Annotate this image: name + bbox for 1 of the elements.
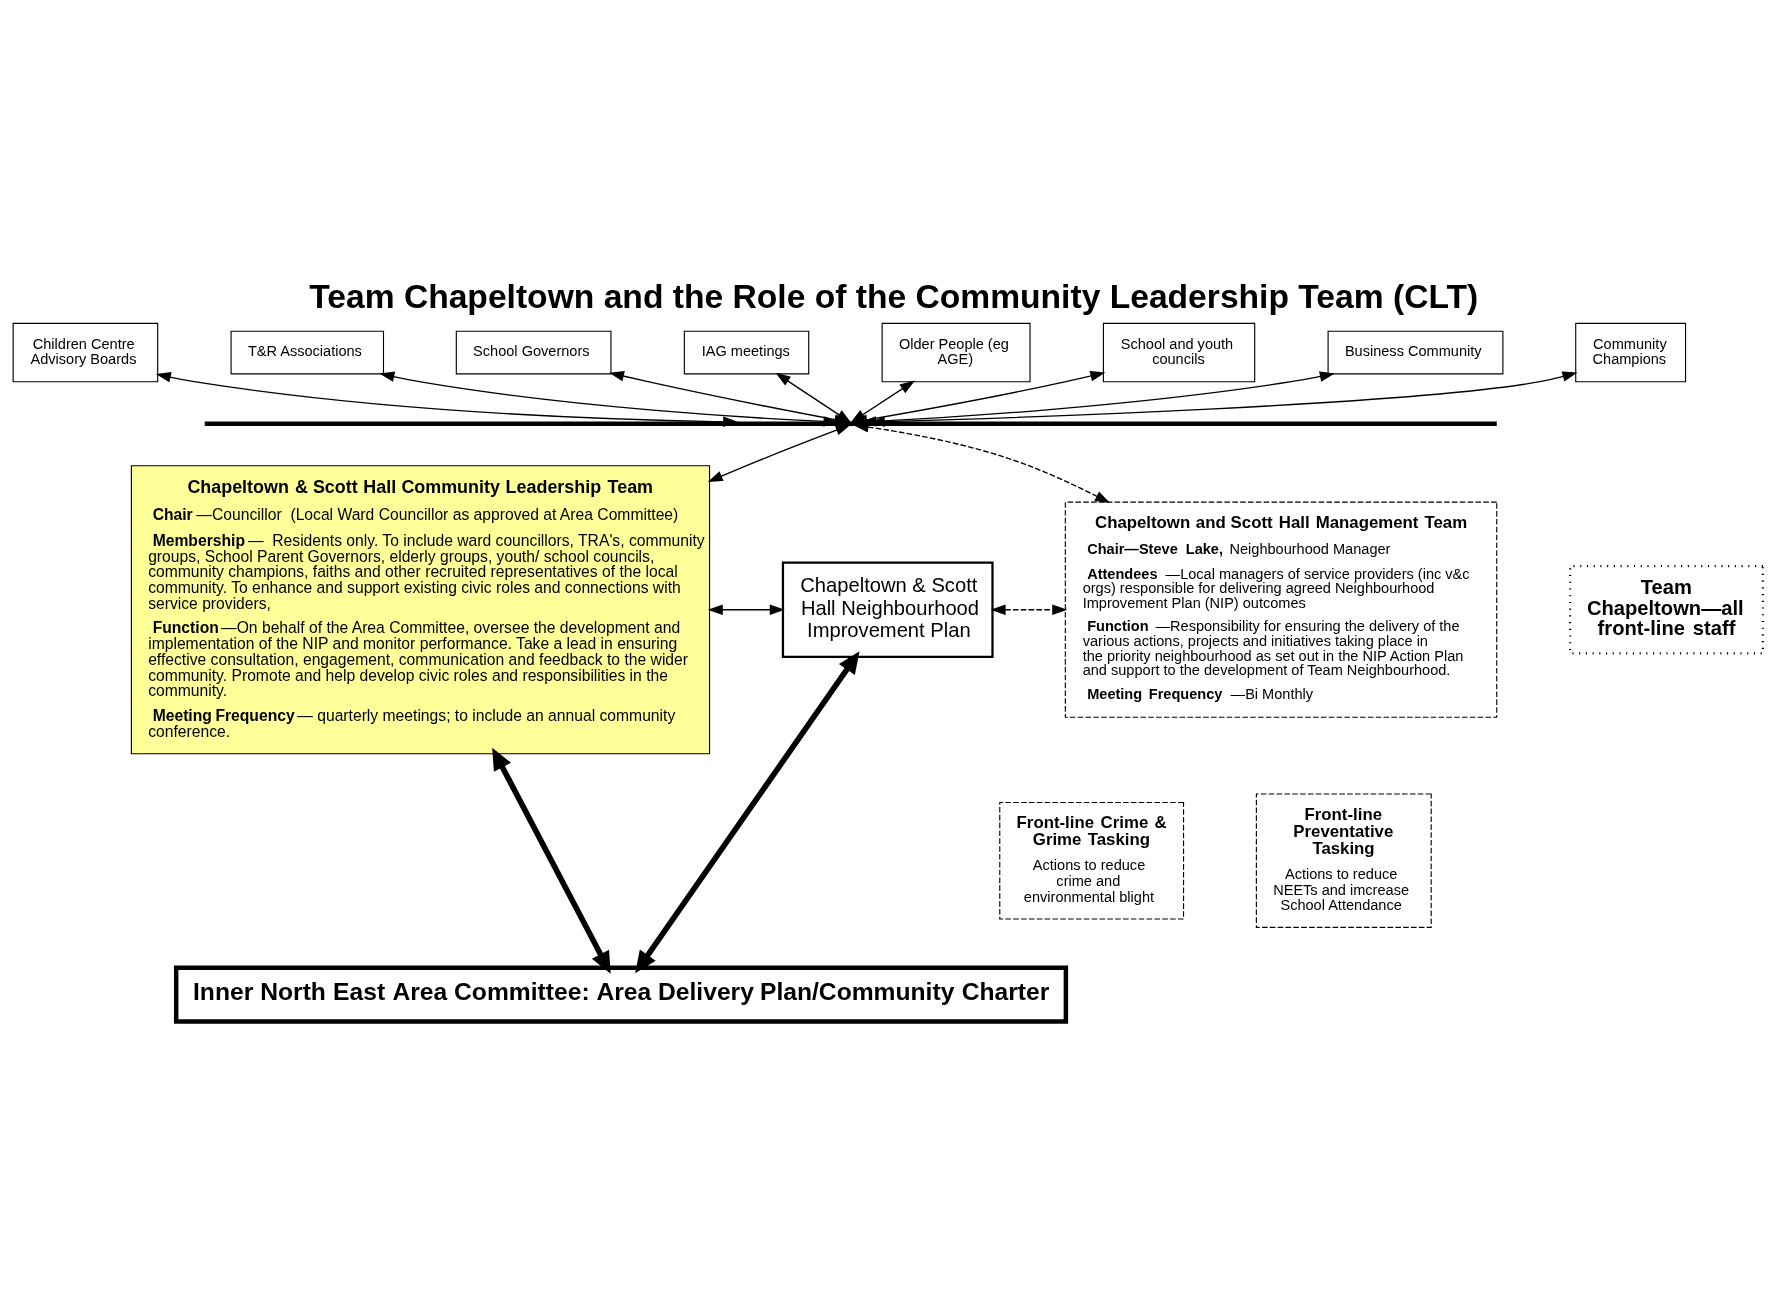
diagram-title: Team Chapeltown and the Role of the Community Leadership Team (CLT) — [309, 277, 1479, 315]
